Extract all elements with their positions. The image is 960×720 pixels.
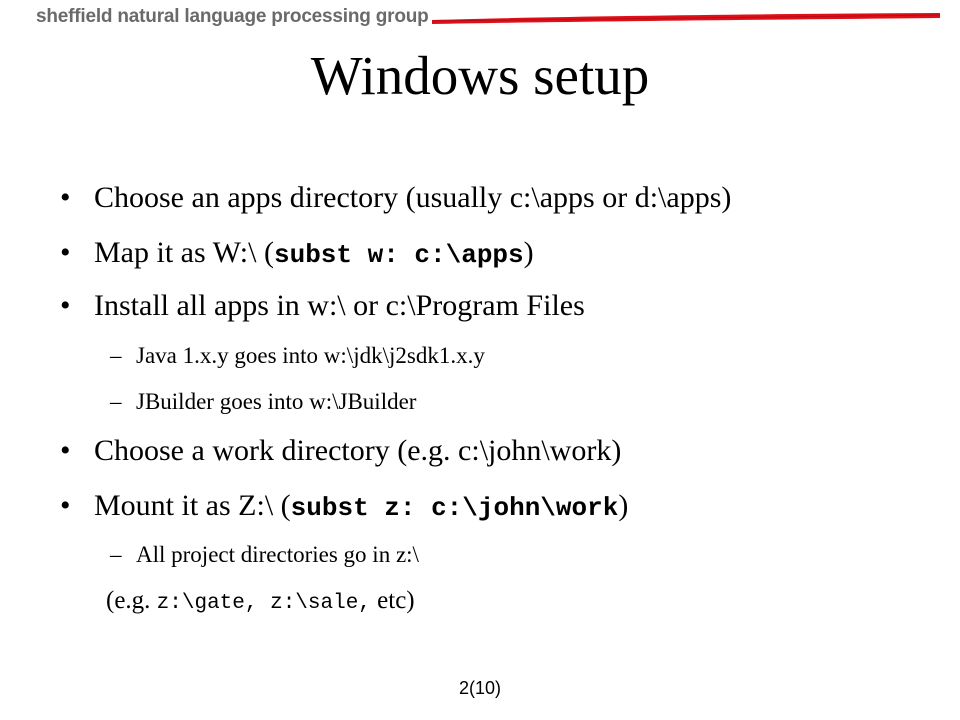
group-logo-text: sheffield natural language processing gr… [36, 6, 429, 27]
bullet-glyph: • [60, 236, 71, 269]
header-accent-line [431, 13, 941, 24]
code-snippet: subst z: c:\john\work [290, 493, 619, 523]
bullet-text: Choose an apps directory (usually c:\app… [94, 181, 732, 214]
bullet-text-end: ) [618, 489, 629, 522]
bullet-glyph: • [60, 434, 71, 467]
subbullet-text: All project directories go in z:\ [136, 542, 419, 567]
bullet-glyph: • [60, 181, 71, 214]
subbullet-java: –Java 1.x.y goes into w:\jdk\j2sdk1.x.y [110, 341, 485, 371]
subbullet-jbuilder: –JBuilder goes into w:\JBuilder [110, 387, 416, 417]
subbullet-project-dirs: –All project directories go in z:\ [110, 540, 419, 570]
bullet-glyph: • [60, 289, 71, 322]
bullet-install-apps: • Install all apps in w:\ or c:\Program F… [60, 286, 585, 326]
bullet-text: Choose a work directory (e.g. c:\john\wo… [94, 434, 622, 467]
example-text: (e.g. [106, 587, 157, 614]
subbullet-text: JBuilder goes into w:\JBuilder [136, 389, 417, 414]
bullet-map-w-drive: • Map it as W:\ (subst w: c:\apps) [60, 233, 534, 275]
bullet-text: Mount it as Z:\ ( [94, 489, 291, 522]
code-snippet: z:\gate, z:\sale, [156, 592, 371, 615]
bullet-text: Install all apps in w:\ or c:\Program Fi… [94, 289, 585, 322]
code-snippet: subst w: c:\apps [273, 240, 524, 270]
dash-glyph: – [110, 542, 122, 567]
subbullet-text: Java 1.x.y goes into w:\jdk\j2sdk1.x.y [136, 343, 485, 368]
dash-glyph: – [110, 343, 122, 368]
bullet-text: Map it as W:\ ( [94, 236, 274, 269]
example-text-end: etc) [370, 587, 415, 614]
example-line: (e.g. z:\gate, z:\sale, etc) [106, 585, 415, 620]
bullet-work-directory: • Choose a work directory (e.g. c:\john\w… [60, 431, 621, 471]
bullet-glyph: • [60, 489, 71, 522]
bullet-text-end: ) [523, 236, 534, 269]
page-number: 2(10) [458, 678, 502, 698]
slide-title: Windows setup [310, 45, 650, 106]
dash-glyph: – [110, 389, 122, 414]
bullet-apps-directory: • Choose an apps directory (usually c:\ap… [60, 178, 731, 218]
bullet-mount-z-drive: • Mount it as Z:\ (subst z: c:\john\work) [60, 486, 628, 528]
